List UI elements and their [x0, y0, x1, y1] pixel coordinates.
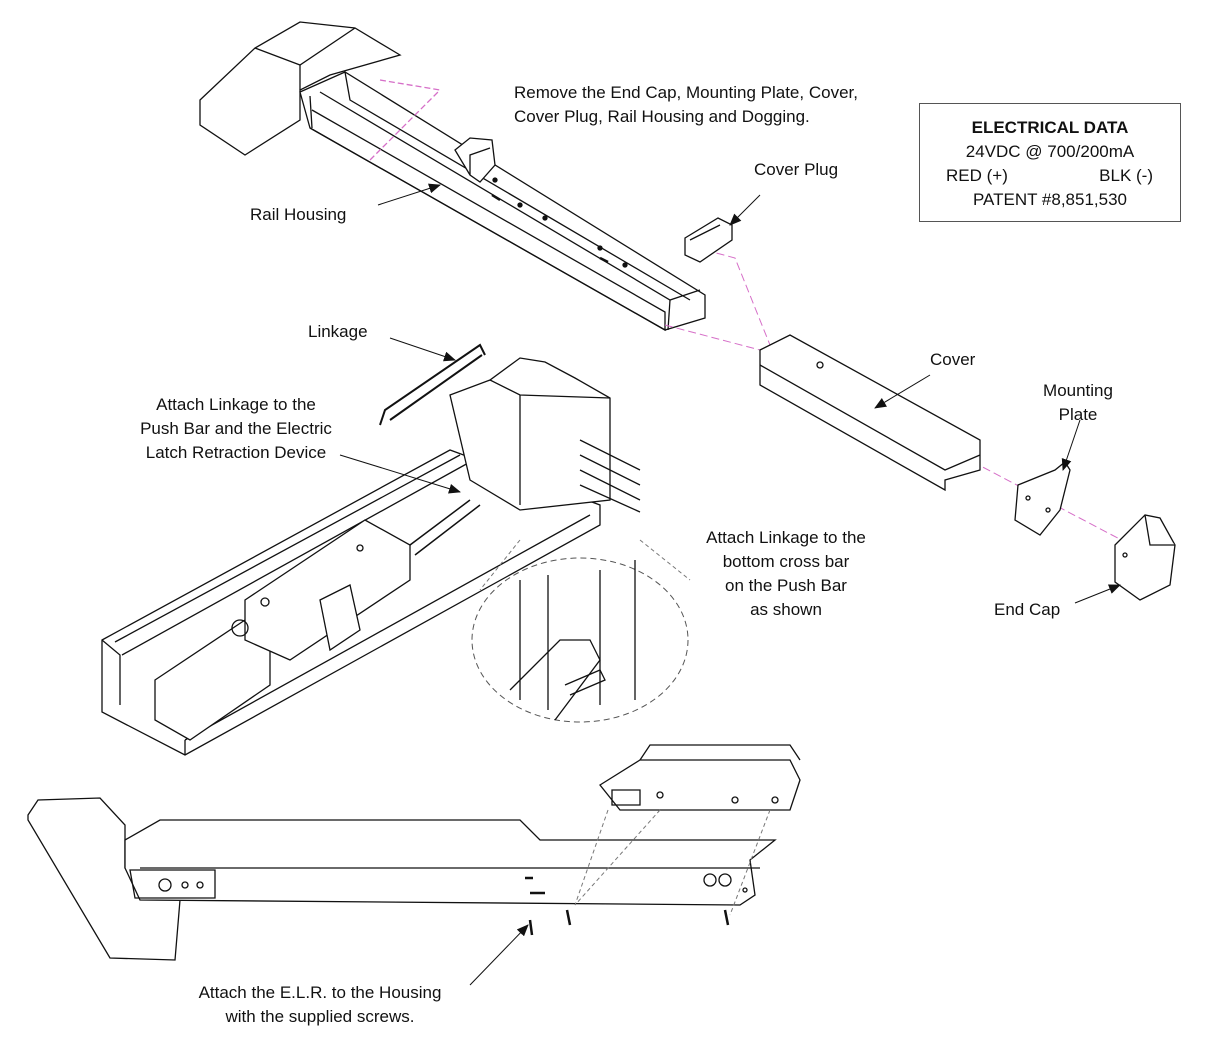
mounting-plate-line: Plate — [1058, 405, 1098, 424]
leader-lines — [339, 183, 1121, 986]
push-bar-assembly-part — [27, 744, 801, 961]
housing-cutaway-part — [101, 343, 641, 756]
patent-number: PATENT #8,851,530 — [972, 190, 1128, 209]
cover-plug-label: Cover Plug — [754, 160, 839, 179]
red-wire-label: RED (+) — [946, 166, 1008, 185]
attach-linkage-cross-bar-line: Attach Linkage to the — [706, 528, 866, 547]
detail-callout-circle — [471, 557, 689, 723]
remove-instruction-label: Remove the End Cap, Mounting Plate, Cove… — [514, 81, 858, 129]
attach-linkage-cross-bar-line: bottom cross bar — [722, 552, 850, 571]
remove-instruction-line: Cover Plug, Rail Housing and Dogging. — [514, 107, 810, 126]
attach-linkage-push-bar-label: Attach Linkage to the Push Bar and the E… — [116, 393, 356, 465]
remove-instruction-line: Remove the End Cap, Mounting Plate, Cove… — [514, 83, 858, 102]
electrical-data-title: ELECTRICAL DATA — [971, 118, 1129, 137]
attach-linkage-push-bar-line: Attach Linkage to the — [156, 395, 316, 414]
rail-housing-part — [199, 21, 706, 332]
detail-view — [509, 560, 636, 721]
wire-polarity-row: RED (+) BLK (-) — [920, 164, 1180, 188]
attach-linkage-cross-bar-line: as shown — [750, 600, 822, 619]
end-cap-part — [1114, 514, 1176, 601]
cover-label: Cover — [930, 350, 976, 369]
attach-elr-line: with the supplied screws. — [225, 1007, 415, 1026]
rail-housing-label: Rail Housing — [250, 205, 347, 224]
electrical-data-box: ELECTRICAL DATA 24VDC @ 700/200mA RED (+… — [919, 103, 1181, 222]
mounting-plate-line: Mounting — [1043, 381, 1113, 400]
cover-plug-part — [684, 217, 733, 263]
attach-linkage-push-bar-line: Latch Retraction Device — [145, 443, 327, 462]
end-cap-label: End Cap — [994, 600, 1061, 619]
mounting-plate-part — [1014, 461, 1071, 536]
electrical-rating: 24VDC @ 700/200mA — [965, 142, 1135, 161]
attach-linkage-cross-bar-line: on the Push Bar — [725, 576, 847, 595]
linkage-label: Linkage — [308, 322, 368, 341]
attach-linkage-push-bar-line: Push Bar and the Electric — [140, 419, 332, 438]
attach-linkage-cross-bar-label: Attach Linkage to the bottom cross bar o… — [676, 526, 896, 622]
cover-part — [759, 334, 981, 492]
mounting-plate-label: Mounting Plate — [1032, 379, 1124, 427]
attach-elr-line: Attach the E.L.R. to the Housing — [198, 983, 442, 1002]
attach-elr-label: Attach the E.L.R. to the Housing with th… — [160, 981, 480, 1029]
black-wire-label: BLK (-) — [1099, 166, 1153, 185]
